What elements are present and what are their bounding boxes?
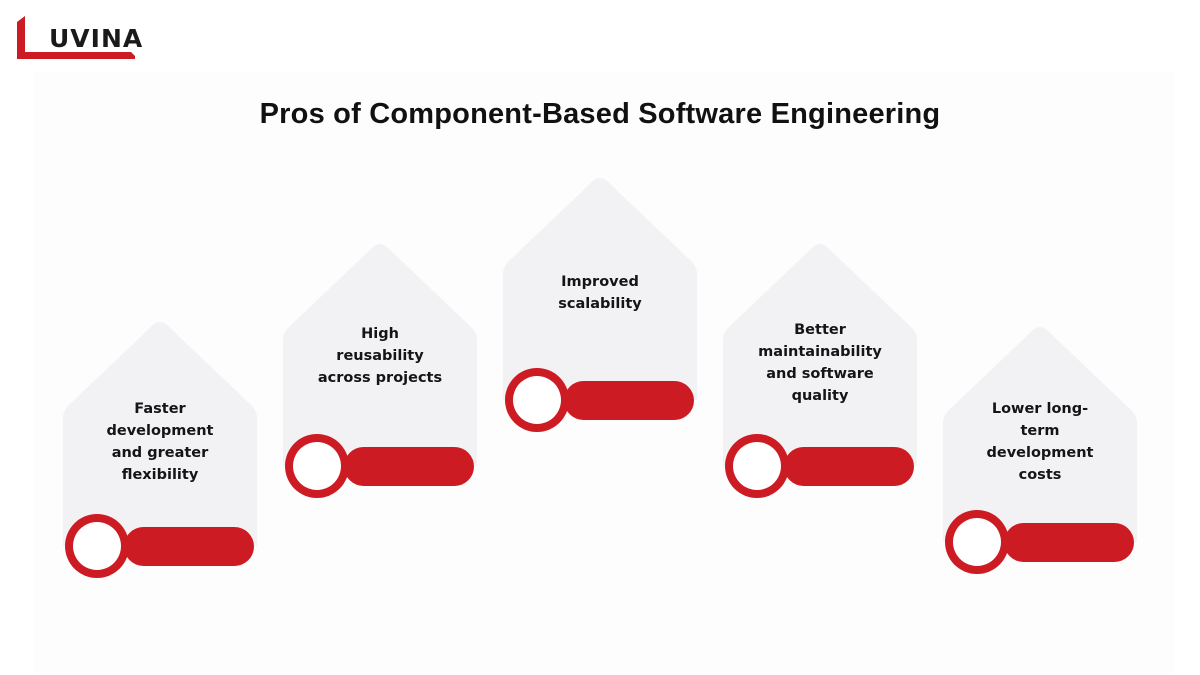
- pro-card-1: Faster development and greater flexibili…: [62, 318, 258, 580]
- card-label: High reusability across projects: [317, 326, 443, 386]
- house-shape-icon: [723, 244, 917, 466]
- red-pill-marker-icon: [945, 510, 1134, 574]
- red-pill-marker-icon: [725, 434, 914, 498]
- pro-card-3: Improved scalability: [502, 174, 698, 436]
- card-label: Improved scalability: [558, 274, 642, 312]
- house-shape-icon: [63, 322, 257, 546]
- red-pill-marker-icon: [285, 434, 474, 498]
- card-label: Lower long- term development costs: [986, 401, 1094, 483]
- logo-text: UVINA: [49, 24, 144, 53]
- logo-l-mark-icon: [17, 16, 135, 59]
- pro-card-4: Better maintainability and software qual…: [722, 240, 918, 502]
- red-pill-marker-icon: [505, 368, 694, 432]
- pro-card-5: Lower long- term development costs: [942, 323, 1138, 585]
- luvina-logo: UVINA: [17, 16, 142, 62]
- red-pill-marker-icon: [65, 514, 254, 578]
- house-shape-icon: [283, 244, 477, 466]
- house-shape-icon: [943, 327, 1137, 542]
- card-label: Faster development and greater flexibili…: [106, 401, 214, 483]
- page-title: Pros of Component-Based Software Enginee…: [259, 98, 941, 130]
- pro-card-2: High reusability across projects: [282, 240, 478, 502]
- house-shape-icon: [503, 178, 697, 400]
- card-label: Better maintainability and software qual…: [758, 322, 882, 404]
